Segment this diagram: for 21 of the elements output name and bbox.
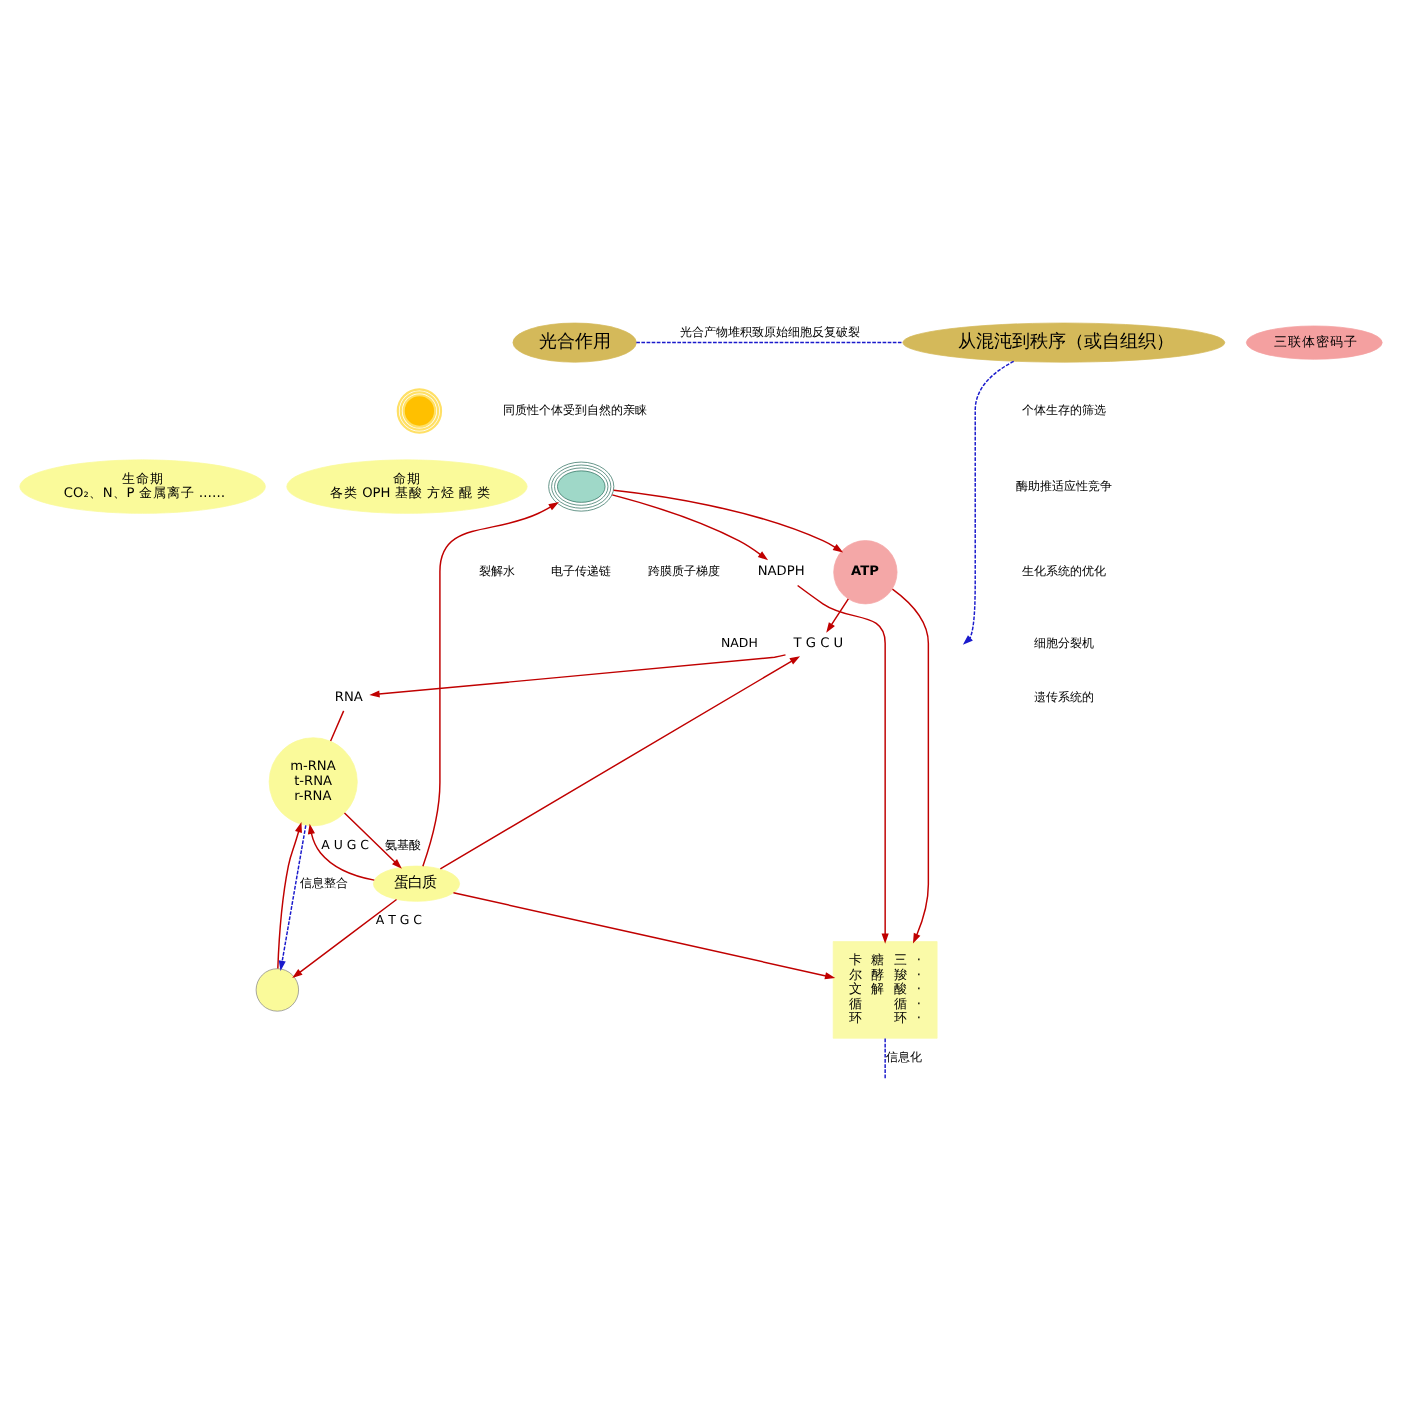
node-circle: [255, 968, 299, 1012]
arrow: [439, 656, 801, 870]
connector: [635, 341, 904, 344]
arrow: [826, 598, 850, 633]
arrow: [611, 494, 769, 561]
node-ellipse: 从混沌到秩序（或自组织）: [902, 322, 1226, 363]
connector: [884, 1037, 886, 1080]
arrow: [307, 823, 375, 881]
arrow: [369, 654, 787, 698]
arrow: [278, 824, 307, 971]
arrow: [612, 489, 844, 553]
arrow: [422, 502, 559, 867]
arrow: [962, 360, 1015, 645]
arrow: [452, 892, 836, 980]
node-ellipse: 光合作用: [512, 322, 637, 363]
arrow: [796, 584, 889, 944]
connector: [329, 710, 345, 742]
arrow: [891, 588, 930, 944]
arrow: [292, 898, 398, 978]
arrow: [343, 812, 402, 869]
arrow: [277, 822, 302, 970]
